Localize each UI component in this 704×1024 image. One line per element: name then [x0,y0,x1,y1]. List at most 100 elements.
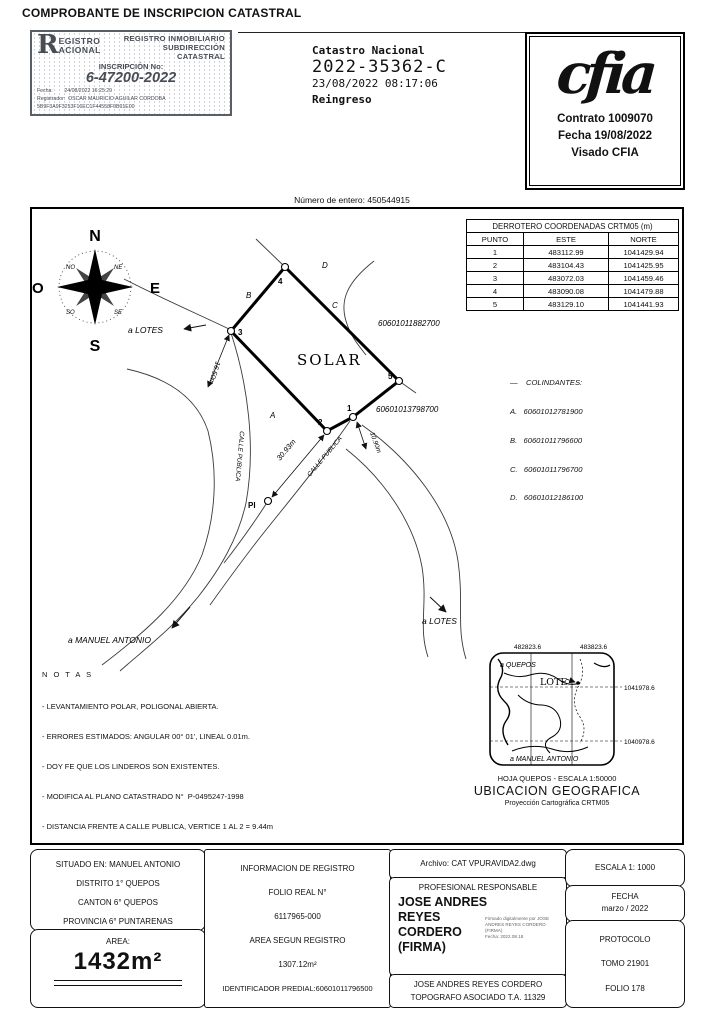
survey-plan-frame: N S E O NO NE SO SE SOLAR 60601011882700… [30,207,684,981]
escala-cell: ESCALA 1: 1000 [565,849,685,887]
parcel-boundary [228,264,402,433]
vertex-2: 2 [318,418,323,427]
sig-line: ANDRES REYES CORDERO (FIRMA) [485,922,546,933]
cfia-visado-box: cfia Contrato 1009070 Fecha 19/08/2022 V… [525,32,685,190]
logo-line2: ACIONAL [58,45,101,55]
numero-entero: Número de entero: 450544915 [294,195,410,205]
ubicacion-title: UBICACION GEOGRAFICA [473,784,641,798]
compass-n: N [89,228,101,245]
nota-line: - DISTANCIA FRENTE A CALLE PUBLICA, VERT… [42,822,273,831]
minimap-coord-r2: 1040978.6 [624,739,655,746]
col-norte: NORTE [608,232,679,246]
calle-publica-left-label: CALLE PUBLICA [234,431,245,482]
archivo-cell: Archivo: CAT VPURAVIDA2.dwg [389,849,567,879]
nota-line: - LEVANTAMIENTO POLAR, POLIGONAL ABIERTA… [42,702,219,711]
cell-punto: 2 [466,258,524,272]
cell-este: 483112.99 [523,245,609,259]
cell-punto: 1 [466,245,524,259]
catastro-expediente: 2022-35362-C [312,57,447,77]
neighbor-d: D [322,261,328,270]
catastro-estado: Reingreso [312,93,372,106]
cell-punto: 5 [466,297,524,311]
hoja-escala: HOJA QUEPOS - ESCALA 1:50000 [497,774,617,783]
cell-norte: 1041441.93 [608,297,679,311]
colindante-item: C. 60601011796700 [510,464,583,474]
profesional-name-1: JOSE ANDRES [398,895,488,909]
profesional-cell: PROFESIONAL RESPONSABLE JOSE ANDRES REYE… [389,877,567,976]
protocolo-cell: PROTOCOLO TOMO 21901 FOLIO 178 [565,920,685,1008]
area-value: 1432m² [73,948,163,975]
colindante-item: D. 60601012186100 [510,493,584,503]
stamp-hash: 5B9F3A9F3253F16EC1F44558F0B91E00 [37,104,135,111]
vertex-3: 3 [238,328,243,337]
parcel-id-right: 60601013798700 [376,405,439,414]
provincia: PROVINCIA 6° PUNTARENAS [63,917,173,926]
stamp-dept-2: SUBDIRECCIÓN [162,43,225,52]
minimap-quepos-label: a QUEPOS [500,662,536,669]
cell-este: 483090.08 [523,284,609,298]
cell-este: 483072.03 [523,271,609,285]
table-row: 2 483104.43 1041425.95 [466,258,679,272]
vertex-labels: 1 2 3 4 5 PI [238,277,393,510]
compass-e: E [150,280,160,297]
area-label: AREA: [105,937,130,946]
protocolo-label: PROTOCOLO [599,934,651,944]
neighbor-letters: A B C D [246,261,338,420]
page-title: COMPROBANTE DE INSCRIPCION CATASTRAL [22,6,302,20]
inscripcion-number: 6-47200-2022 [85,70,177,86]
vertex-pi: PI [248,501,256,510]
notas-title: N O T A S [42,670,94,679]
topografo-name: JOSE ANDRES REYES CORDERO [413,980,543,989]
table-row: 1 483112.99 1041429.94 [466,245,679,259]
dim-16-label: 16.50m [207,360,221,385]
cfia-contrato: Contrato 1009070 [557,113,653,125]
situado-en: SITUADO EN: MANUEL ANTONIO [55,860,181,869]
nota-line: - MODIFICA AL PLANO CATASTRADO N° P-0495… [42,792,244,801]
vertex-5: 5 [388,372,393,381]
colindante-item: A. 60601012781900 [510,406,583,416]
folio-real-label: FOLIO REAL N° [268,887,327,897]
dim-10-label: 10.90m [368,431,382,454]
inscripcion-label: INSCRIPCIÓN No: [98,62,164,71]
stamp-dept-1: REGISTRO INMOBILIARIO [123,34,225,43]
cfia-visado: Visado CFIA [571,147,639,159]
colindantes-title: — COLINDANTES: [510,378,583,388]
compass-se: SE [114,310,123,316]
parcel-id-top: 60601011882700 [378,319,440,328]
neighbor-a: A [269,411,275,420]
neighbor-b: B [246,291,252,300]
catastro-entidad: Catastro Nacional [312,44,425,57]
table-row: 3 483072.03 1041459.46 [466,271,679,285]
vertex-1: 1 [347,404,352,413]
derrotero-title: DERROTERO COORDENADAS CRTM05 (m) [466,219,679,233]
neighbor-c: C [332,301,338,310]
cfia-fecha: Fecha 19/08/2022 [558,130,652,142]
cadastral-map: N S E O NO NE SO SE SOLAR 60601011882700… [32,228,467,672]
cell-norte: 1041429.94 [608,245,679,259]
cell-norte: 1041479.88 [608,284,679,298]
compass-so: SO [66,310,75,316]
profesional-name-2: REYES [398,910,441,924]
registro-title: INFORMACION DE REGISTRO [240,863,355,873]
vertex-markers [226,262,404,506]
distrito: DISTRITO 1° QUEPOS [76,879,160,888]
identificador-predial: IDENTIFICADOR PREDIAL:60601011796500 [222,984,373,994]
col-este: ESTE [523,232,609,246]
fecha-cell: FECHA marzo / 2022 [565,885,685,922]
profesional-name-4: (FIRMA) [398,940,446,954]
stamp-fecha: Fecha: 24/08/2022 16:25:29 [37,88,112,94]
registro-nacional-stamp: R EGISTRO ACIONAL REGISTRO INMOBILIARIO … [30,30,232,116]
logo-line1: EGISTRO [58,36,101,46]
minimap-coord-r1: 1041978.6 [624,685,655,692]
cell-punto: 4 [466,284,524,298]
ubicacion-minimap: 482823.6 483823.6 1041978.6 1040978.6 [489,644,655,766]
area-double-rule [54,980,182,986]
a-lotes-right-label: a LOTES [422,616,457,626]
minimap-coord-tl: 482823.6 [514,644,541,651]
table-row: 5 483129.10 1041441.93 [466,297,679,311]
minimap-coord-tr: 483823.6 [580,644,607,651]
catastro-nacional-block: Catastro Nacional 2022-35362-C 23/08/202… [312,44,447,106]
col-punto: PUNTO [466,232,524,246]
a-manuel-antonio-label: a MANUEL ANTONIO [68,635,151,645]
stamp-registrador: Registrador: OSCAR MAURICIO AGUILAR CORD… [37,96,166,103]
